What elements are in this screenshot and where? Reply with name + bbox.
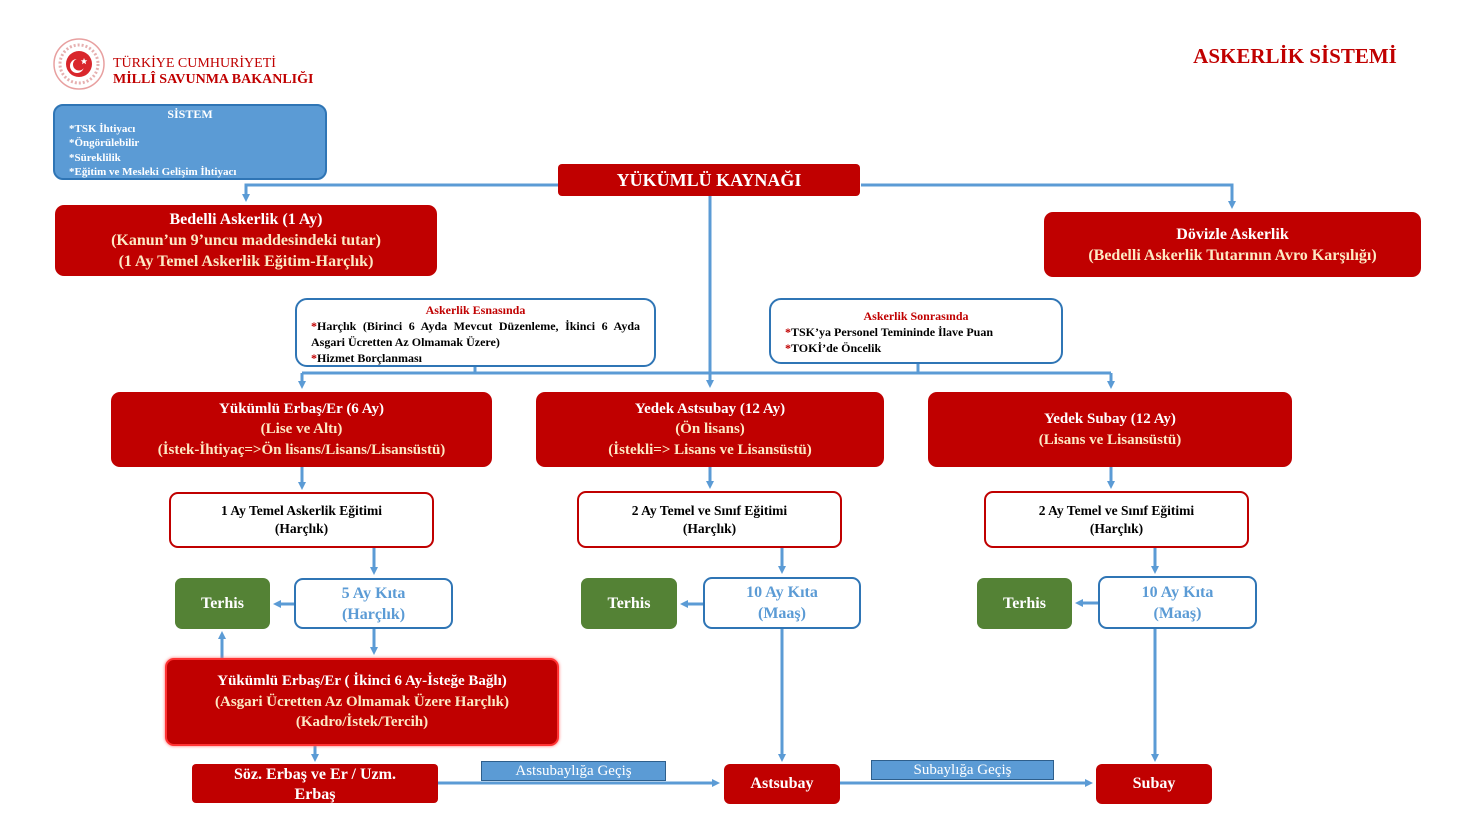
sonrasinda-title: Askerlik Sonrasında	[863, 309, 969, 323]
sonrasinda-item: *TOKİ’de Öncelik	[785, 341, 882, 355]
esnasinda-item: *Harçlık (Birinci 6 Ayda Mevcut Düzenlem…	[311, 319, 640, 349]
dovizle-line2: (Bedelli Askerlik Tutarının Avro Karşılı…	[1088, 246, 1377, 264]
subay-line2: (Lisans ve Lisansüstü)	[1038, 431, 1182, 448]
org-name: TÜRKİYE CUMHURİYETİ MİLLÎ SAVUNMA BAKANL…	[113, 56, 313, 88]
subay-node: Yedek Subay (12 Ay) (Lisans ve Lisansüst…	[928, 392, 1292, 467]
erbas-node: Yükümlü Erbaş/Er (6 Ay) (Lise ve Altı) (…	[111, 392, 492, 467]
subay-final-node: Subay	[1096, 764, 1212, 804]
subay-training-line2: (Harçlık)	[1089, 520, 1144, 536]
astsubay-discharge-node: Terhis	[581, 578, 677, 629]
astsubay-training-node: 2 Ay Temel ve Sınıf Eğitimi (Harçlık)	[577, 491, 842, 548]
erbas-second-title: Yükümlü Erbaş/Er ( İkinci 6 Ay-İsteğe Ba…	[217, 673, 507, 690]
erbas-second-node: Yükümlü Erbaş/Er ( İkinci 6 Ay-İsteğe Ba…	[165, 658, 559, 746]
dovizle-title: Dövizle Askerlik	[1176, 225, 1289, 243]
sistem-item: *TSK İhtiyacı	[69, 122, 136, 135]
subay-duty-line2: (Maaş)	[1153, 604, 1202, 622]
erbas-discharge-label: Terhis	[201, 594, 244, 612]
sistem-box: SİSTEM *TSK İhtiyacı *Öngörülebilir *Sür…	[53, 104, 327, 180]
org-line1: TÜRKİYE CUMHURİYETİ	[113, 56, 276, 71]
transition-to-astsubay-label: Astsubaylığa Geçiş	[481, 761, 666, 781]
sistem-item: *Eğitim ve Mesleki Gelişim İhtiyacı	[69, 166, 237, 178]
astsubay-line2: (Ön lisans)	[675, 421, 745, 438]
sistem-item: *Öngörülebilir	[69, 137, 140, 149]
erbas-final-node: Söz. Erbaş ve Er / Uzm. Erbaş	[192, 764, 438, 803]
subay-duty-node: 10 Ay Kıta (Maaş)	[1098, 576, 1257, 629]
esnasinda-callout: Askerlik Esnasında *Harçlık (Birinci 6 A…	[295, 298, 656, 367]
astsubay-training-line2: (Harçlık)	[682, 520, 737, 536]
page-title: ASKERLİK SİSTEMİ	[1193, 44, 1397, 68]
erbas-duty-line2: (Harçlık)	[341, 605, 406, 623]
erbas-second-line3: (Kadro/İstek/Tercih)	[295, 714, 429, 731]
astsubay-title: Yedek Astsubay (12 Ay)	[634, 400, 786, 417]
transition-to-subay-label: Subaylığa Geçiş	[871, 760, 1054, 780]
subay-final-label: Subay	[1132, 775, 1176, 792]
erbas-title: Yükümlü Erbaş/Er (6 Ay)	[219, 400, 384, 417]
astsubay-duty-line2: (Maaş)	[758, 605, 806, 622]
astsubay-final-label: Astsubay	[750, 775, 814, 792]
erbas-training-node: 1 Ay Temel Askerlik Eğitimi (Harçlık)	[169, 492, 434, 548]
erbas-line2: (Lise ve Altı)	[260, 421, 343, 438]
subay-discharge-label: Terhis	[1003, 594, 1046, 612]
erbas-discharge-node: Terhis	[175, 578, 270, 629]
erbas-final-line1: Söz. Erbaş ve Er / Uzm.	[234, 766, 396, 783]
subay-discharge-node: Terhis	[977, 578, 1072, 629]
bedelli-line2: (Kanun’un 9’uncu maddesindeki tutar)	[111, 232, 381, 249]
erbas-final-line2: Erbaş	[294, 786, 336, 803]
subay-duty-line1: 10 Ay Kıta	[1141, 583, 1214, 601]
source-node: YÜKÜMLÜ KAYNAĞI	[558, 164, 860, 196]
erbas-line3: (İstek-İhtiyaç=>Ön lisans/Lisans/Lisansü…	[157, 441, 446, 458]
erbas-duty-node: 5 Ay Kıta (Harçlık)	[294, 578, 453, 629]
erbas-duty-line1: 5 Ay Kıta	[341, 584, 406, 602]
astsubay-training-line1: 2 Ay Temel ve Sınıf Eğitimi	[631, 502, 788, 518]
bedelli-node: Bedelli Askerlik (1 Ay) (Kanun’un 9’uncu…	[55, 205, 437, 276]
link-source-bedelli	[242, 183, 558, 202]
dovizle-node: Dövizle Askerlik (Bedelli Askerlik Tutar…	[1044, 212, 1421, 277]
subay-title: Yedek Subay (12 Ay)	[1044, 411, 1176, 427]
esnasinda-item: *Hizmet Borçlanması	[311, 351, 422, 365]
sonrasinda-item: *TSK’ya Personel Temininde İlave Puan	[785, 325, 994, 339]
astsubay-duty-line1: 10 Ay Kıta	[746, 584, 818, 601]
erbas-second-line2: (Asgari Ücretten Az Olmamak Üzere Harçlı…	[215, 693, 509, 710]
sonrasinda-callout: Askerlik Sonrasında *TSK’ya Personel Tem…	[769, 298, 1063, 364]
sistem-title: SİSTEM	[167, 107, 213, 121]
astsubay-node: Yedek Astsubay (12 Ay) (Ön lisans) (İste…	[536, 392, 884, 467]
astsubay-discharge-label: Terhis	[607, 594, 651, 612]
erbas-training-line2: (Harçlık)	[274, 521, 329, 536]
bedelli-line3: (1 Ay Temel Askerlik Eğitim-Harçlık)	[118, 253, 374, 270]
bedelli-title: Bedelli Askerlik (1 Ay)	[169, 211, 323, 228]
astsubay-duty-node: 10 Ay Kıta (Maaş)	[703, 577, 861, 629]
org-line2: MİLLÎ SAVUNMA BAKANLIĞI	[113, 72, 314, 87]
sistem-item: *Süreklilik	[69, 151, 121, 164]
astsubay-line3: (İstekli=> Lisans ve Lisansüstü)	[608, 441, 812, 458]
subay-training-node: 2 Ay Temel ve Sınıf Eğitimi (Harçlık)	[984, 491, 1249, 548]
astsubay-final-node: Astsubay	[724, 764, 840, 804]
subay-training-line1: 2 Ay Temel ve Sınıf Eğitimi	[1038, 502, 1195, 518]
erbas-training-line1: 1 Ay Temel Askerlik Eğitimi	[220, 503, 382, 518]
msb-logo-icon	[53, 38, 105, 90]
esnasinda-title: Askerlik Esnasında	[425, 303, 526, 317]
source-label: YÜKÜMLÜ KAYNAĞI	[616, 169, 802, 190]
link-source-dovizle	[861, 183, 1236, 209]
